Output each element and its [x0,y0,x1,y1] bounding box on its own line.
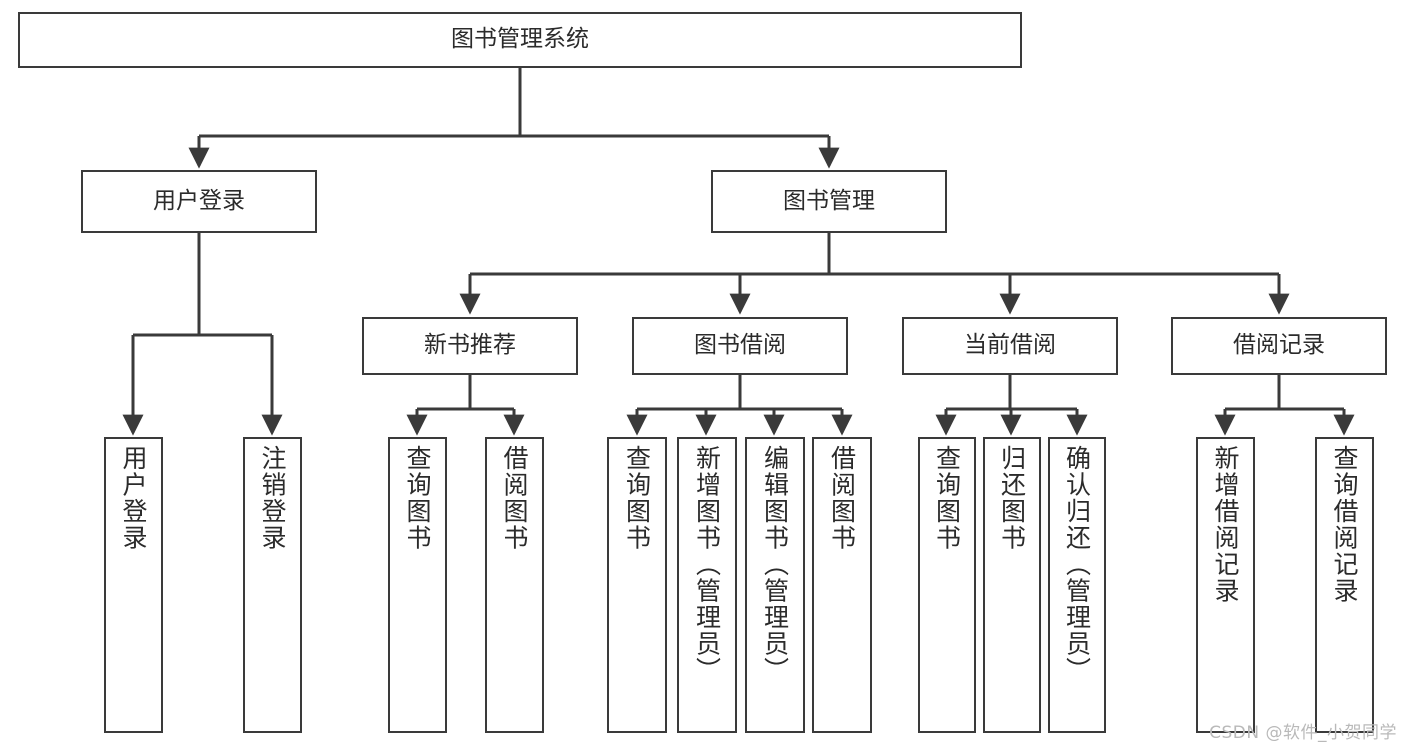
leaf-current-borrow-confirm[interactable]: 确认归还（管理员） [1048,437,1106,733]
leaf-user-login-signin[interactable]: 用户登录 [104,437,163,733]
node-current-borrow[interactable]: 当前借阅 [902,317,1118,375]
leaf-book-borrow-edit[interactable]: 编辑图书（管理员） [745,437,805,733]
node-label: 借阅图书 [500,445,529,551]
node-root-system[interactable]: 图书管理系统 [18,12,1022,68]
leaf-book-borrow-query[interactable]: 查询图书 [607,437,667,733]
node-label: 借阅记录 [1233,332,1325,359]
node-label: 新增借阅记录 [1211,445,1240,604]
node-label: 新增图书（管理员） [692,445,722,684]
leaf-borrow-record-query[interactable]: 查询借阅记录 [1315,437,1374,733]
node-label: 归还图书 [997,445,1027,551]
leaf-book-borrow-add[interactable]: 新增图书（管理员） [677,437,737,733]
node-label: 图书管理 [783,187,875,214]
leaf-new-book-borrow[interactable]: 借阅图书 [485,437,544,733]
leaf-current-borrow-query[interactable]: 查询图书 [918,437,976,733]
node-book-borrow[interactable]: 图书借阅 [632,317,848,375]
node-label: 新书推荐 [424,332,516,359]
node-label: 借阅图书 [827,445,857,551]
node-label: 注销登录 [258,445,287,551]
node-label: 当前借阅 [964,332,1056,359]
node-label: 图书借阅 [694,332,786,359]
leaf-current-borrow-return[interactable]: 归还图书 [983,437,1041,733]
node-label: 确认归还（管理员） [1062,445,1092,684]
node-label: 查询图书 [622,445,652,551]
node-user-login[interactable]: 用户登录 [81,170,317,233]
leaf-user-login-signout[interactable]: 注销登录 [243,437,302,733]
node-new-book-recommend[interactable]: 新书推荐 [362,317,578,375]
node-book-management[interactable]: 图书管理 [711,170,947,233]
node-label: 用户登录 [153,187,245,214]
leaf-new-book-query[interactable]: 查询图书 [388,437,447,733]
node-label: 查询图书 [932,445,962,551]
node-label: 查询图书 [403,445,432,551]
node-label: 图书管理系统 [451,26,589,53]
node-label: 查询借阅记录 [1330,445,1359,604]
node-label: 编辑图书（管理员） [760,445,790,684]
watermark: CSDN @软件_小贺同学 [1209,723,1397,743]
node-label: 用户登录 [119,445,148,551]
leaf-book-borrow-lend[interactable]: 借阅图书 [812,437,872,733]
leaf-borrow-record-add[interactable]: 新增借阅记录 [1196,437,1255,733]
node-borrow-record[interactable]: 借阅记录 [1171,317,1387,375]
